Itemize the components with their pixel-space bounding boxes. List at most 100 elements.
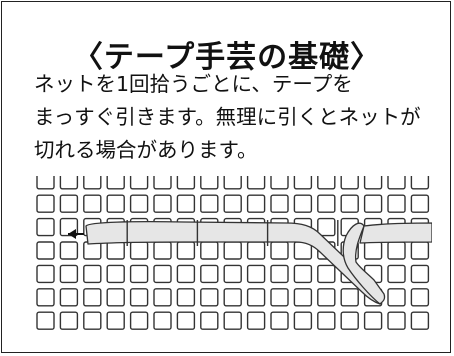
net-cell (153, 176, 172, 190)
net-grid (36, 176, 430, 330)
net-cell (410, 194, 430, 213)
net-cell (223, 241, 242, 260)
net-cell (246, 264, 266, 284)
net-cell (387, 288, 406, 307)
instruction-text: ネットを1回拾うごとに、テープを まっすぐ引きます。無理に引くとネットが 切れる… (34, 68, 444, 167)
net-over-threads (126, 220, 339, 246)
net-cell (129, 311, 149, 330)
net-cell (106, 241, 125, 260)
net-cell (340, 176, 359, 190)
net-cell (153, 241, 172, 260)
net-cell (363, 194, 383, 213)
net-cell (129, 194, 149, 213)
net-cell (176, 264, 196, 284)
net-cell (387, 241, 406, 260)
net-cell (293, 264, 313, 284)
net-cell (83, 288, 102, 307)
net-cell (59, 194, 79, 213)
net-cell (106, 194, 125, 213)
net-cell (410, 264, 430, 284)
net-cell (340, 194, 359, 213)
net-cell (410, 241, 430, 260)
net-cell (36, 288, 55, 307)
net-cell (223, 194, 242, 213)
net-cell (246, 288, 266, 307)
net-cell (36, 217, 55, 237)
net-cell (317, 288, 336, 307)
net-cell (200, 176, 219, 190)
net-cell (36, 241, 55, 260)
net-cell (293, 311, 313, 330)
net-cell (153, 288, 172, 307)
net-cell (176, 176, 196, 190)
net-cell (363, 176, 383, 190)
instruction-line-2: まっすぐ引きます。無理に引くとネットが (34, 105, 421, 129)
net-cell (106, 288, 125, 307)
net-cell (270, 194, 289, 213)
net-cell (200, 241, 219, 260)
net-cell (129, 176, 149, 190)
net-cell (293, 288, 313, 307)
net-cell (129, 288, 149, 307)
net-cell (410, 288, 430, 307)
net-cell (246, 311, 266, 330)
net-cell (200, 311, 219, 330)
net-cell (36, 176, 55, 190)
net-cell (176, 241, 196, 260)
net-cell (176, 288, 196, 307)
tape-net-illustration (34, 176, 432, 334)
net-cell (36, 264, 55, 284)
net-cell (317, 176, 336, 190)
net-cell (387, 194, 406, 213)
net-cell (363, 241, 383, 260)
net-cell (246, 176, 266, 190)
net-cell (176, 311, 196, 330)
net-cell (59, 176, 79, 190)
net-cell (387, 311, 406, 330)
net-cell (59, 217, 79, 237)
net-cell (106, 264, 125, 284)
net-diagram (36, 176, 432, 330)
net-cell (83, 194, 102, 213)
net-cell (106, 311, 125, 330)
net-cell (223, 288, 242, 307)
net-cell (223, 264, 242, 284)
net-cell (59, 241, 79, 260)
net-cell (317, 264, 336, 284)
net-cell (246, 241, 266, 260)
net-cell (270, 241, 289, 260)
net-cell (83, 311, 102, 330)
net-cell (59, 264, 79, 284)
net-cell (200, 288, 219, 307)
net-cell (270, 176, 289, 190)
tape-right-end (359, 222, 432, 244)
page-title: 〈テープ手芸の基礎〉 (72, 40, 382, 75)
net-cell (246, 194, 266, 213)
net-cell (223, 311, 242, 330)
net-cell (106, 176, 125, 190)
pull-direction-arrow-icon (68, 229, 84, 239)
net-cell (270, 264, 289, 284)
net-cell (200, 264, 219, 284)
net-cell (129, 241, 149, 260)
net-cell (36, 194, 55, 213)
net-cell (410, 176, 430, 190)
net-cell (293, 194, 313, 213)
net-cell (223, 176, 242, 190)
net-cell (36, 311, 55, 330)
net-cell (176, 194, 196, 213)
net-cell (153, 194, 172, 213)
net-cell (317, 194, 336, 213)
net-cell (293, 176, 313, 190)
net-cell (317, 217, 336, 237)
net-cell (200, 194, 219, 213)
net-cell (59, 288, 79, 307)
instruction-line-1: ネットを1回拾うごとに、テープを (34, 72, 353, 96)
net-cell (387, 264, 406, 284)
net-cell (270, 288, 289, 307)
net-cell (153, 311, 172, 330)
tape-strip (85, 220, 432, 305)
net-cell (83, 241, 102, 260)
net-cell (83, 264, 102, 284)
net-cell (129, 264, 149, 284)
